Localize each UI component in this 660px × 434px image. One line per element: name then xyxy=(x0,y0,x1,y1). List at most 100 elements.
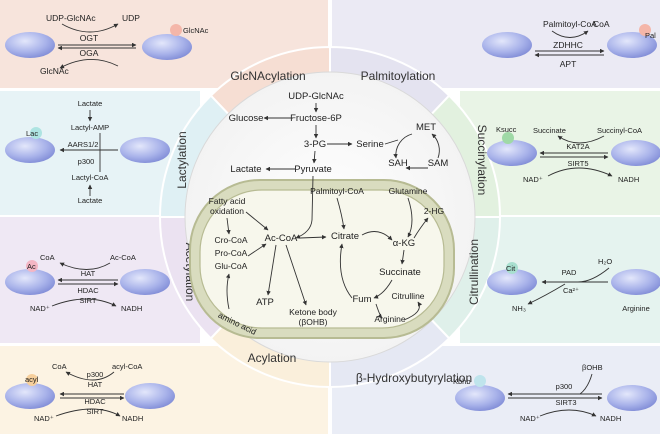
acyl-tag-dot xyxy=(26,374,38,386)
succ-donor: Succinate xyxy=(533,126,566,135)
node-glutamine: Glutamine xyxy=(389,186,428,196)
label-beta-hydroxybutyrylation: β-Hydroxybutyrylation xyxy=(356,371,472,385)
lact-s2: Lactyl-AMP xyxy=(71,123,109,132)
acyl-nad: NAD⁺ xyxy=(34,414,54,423)
node-fructose-6p: Fructose-6P xyxy=(290,113,342,124)
label-succinylation: Succinylation xyxy=(475,125,489,196)
acyl-writer2: HAT xyxy=(88,380,103,389)
node-3pg: 3-PG xyxy=(304,139,326,150)
acet-eraser: HDAC xyxy=(77,286,99,295)
label-palmitoylation: Palmitoylation xyxy=(361,69,436,83)
protein-left xyxy=(487,269,537,295)
label-glcnacylation: GlcNAcylation xyxy=(230,69,305,83)
acet-nad: NAD⁺ xyxy=(30,304,50,313)
glcnac-eraser: OGA xyxy=(80,48,99,58)
glcnac-tag: GlcNAc xyxy=(183,26,209,35)
node-pyruvate: Pyruvate xyxy=(294,164,332,175)
citr-ca: Ca²⁺ xyxy=(563,286,579,295)
succ-nadh: NADH xyxy=(618,175,639,184)
acetylation-reaction: Ac CoA Ac-CoA HAT HDAC SIRT NAD⁺ NADH xyxy=(5,253,170,313)
kbhb-eraser: SIRT3 xyxy=(555,398,576,407)
label-lactylation: Lactylation xyxy=(175,131,189,188)
lact-s5: Lactyl-CoA xyxy=(72,173,109,182)
acyl-eraser1: HDAC xyxy=(84,397,106,406)
lactylation-reaction: Lac Lactate Lactyl-AMP AARS1/2 p300 Lact… xyxy=(5,99,170,205)
label-citrullination: Citrullination xyxy=(467,239,481,305)
ksucc-tag-dot xyxy=(502,132,514,144)
kbhb-tag-dot xyxy=(474,375,486,387)
protein-right xyxy=(120,137,170,163)
kbhb-writer: p300 xyxy=(556,382,573,391)
node-lactate: Lactate xyxy=(230,164,261,175)
node-cro-coa: Cro-CoA xyxy=(214,235,247,245)
node-fum: Fum xyxy=(353,294,372,305)
protein-right xyxy=(125,383,175,409)
protein-right xyxy=(611,269,660,295)
glcnac-writer: OGT xyxy=(80,33,98,43)
protein-left xyxy=(482,32,532,58)
acet-product: CoA xyxy=(40,253,55,262)
node-citrulline: Citrulline xyxy=(391,291,424,301)
ksucc-tag: Ksucc xyxy=(496,125,517,134)
acet-writer: HAT xyxy=(81,269,96,278)
palmitoylation-reaction: Pal Palmitoyl-CoA CoA ZDHHC APT xyxy=(482,19,657,69)
ac-tag: Ac xyxy=(27,262,36,271)
kbhb-donor: βOHB xyxy=(582,363,603,372)
node-oxidation: oxidation xyxy=(210,206,244,216)
node-citrate: Citrate xyxy=(331,231,359,242)
node-met: MET xyxy=(416,122,436,133)
node-sah: SAH xyxy=(388,158,408,169)
kbhb-nad: NAD⁺ xyxy=(520,414,540,423)
lact-s4: p300 xyxy=(78,157,95,166)
palm-writer: ZDHHC xyxy=(553,40,583,50)
succ-nad: NAD⁺ xyxy=(523,175,543,184)
kbhb-nadh: NADH xyxy=(600,414,621,423)
lact-s3: AARS1/2 xyxy=(68,140,99,149)
acet-nadh: NADH xyxy=(121,304,142,313)
citr-arg: Arginine xyxy=(622,304,650,313)
acyl-product: CoA xyxy=(52,362,67,371)
acyl-nadh: NADH xyxy=(122,414,143,423)
acet-donor: Ac-CoA xyxy=(110,253,136,262)
node-ketone-body: Ketone body xyxy=(289,307,337,317)
acyl-writer1: p300 xyxy=(87,370,104,379)
glcnacylation-reaction: GlcNAc UDP-GlcNAc UDP OGT OGA GlcNAc xyxy=(5,13,209,76)
acet-eraser2: SIRT xyxy=(80,296,97,305)
protein-right xyxy=(611,140,660,166)
label-acylation: Acylation xyxy=(248,351,297,365)
lac-tag-dot xyxy=(30,127,42,139)
glcnac-donor: UDP-GlcNAc xyxy=(46,13,96,23)
acylation-reaction: acyl CoA acyl-CoA p300 HAT HDAC SIRT NAD… xyxy=(5,362,175,423)
node-serine: Serine xyxy=(356,139,383,150)
palm-eraser: APT xyxy=(560,59,577,69)
acyl-eraser2: SIRT xyxy=(87,407,104,416)
palm-donor: Palmitoyl-CoA xyxy=(543,19,597,29)
protein-left xyxy=(455,385,505,411)
acyl-donor: acyl-CoA xyxy=(112,362,142,371)
node-akg: α-KG xyxy=(393,238,415,249)
lac-tag: Lac xyxy=(26,129,38,138)
node-sam: SAM xyxy=(428,158,449,169)
node-bohb: (βOHB) xyxy=(299,317,328,327)
protein-right xyxy=(607,385,657,411)
node-palmitoyl-coa: Palmitoyl-CoA xyxy=(310,186,364,196)
node-glucose: Glucose xyxy=(229,113,264,124)
node-succinate: Succinate xyxy=(379,267,421,278)
node-2hg: 2-HG xyxy=(424,206,444,216)
citr-water: H₂O xyxy=(598,257,612,266)
protein-left xyxy=(5,32,55,58)
protein-left xyxy=(5,137,55,163)
node-udp-glcnac: UDP-GlcNAc xyxy=(288,91,344,102)
ac-tag-dot xyxy=(26,260,38,272)
protein-left xyxy=(5,383,55,409)
succ-eraser: SIRT5 xyxy=(567,159,588,168)
node-pro-coa: Pro-CoA xyxy=(215,248,248,258)
citrullination-reaction: Cit H₂O PAD Ca²⁺ NH₃ Arginine xyxy=(487,257,660,313)
lact-s6: Lactate xyxy=(78,196,103,205)
protein-right xyxy=(142,34,192,60)
metabolic-network: UDP-GlcNAc Glucose Fructose-6P 3-PG Seri… xyxy=(229,91,449,239)
acyl-tag: acyl xyxy=(25,375,39,384)
kbhb-tag: Kbhb xyxy=(453,377,471,386)
pal-tag-dot xyxy=(639,24,651,36)
cit-tag: Cit xyxy=(506,264,516,273)
